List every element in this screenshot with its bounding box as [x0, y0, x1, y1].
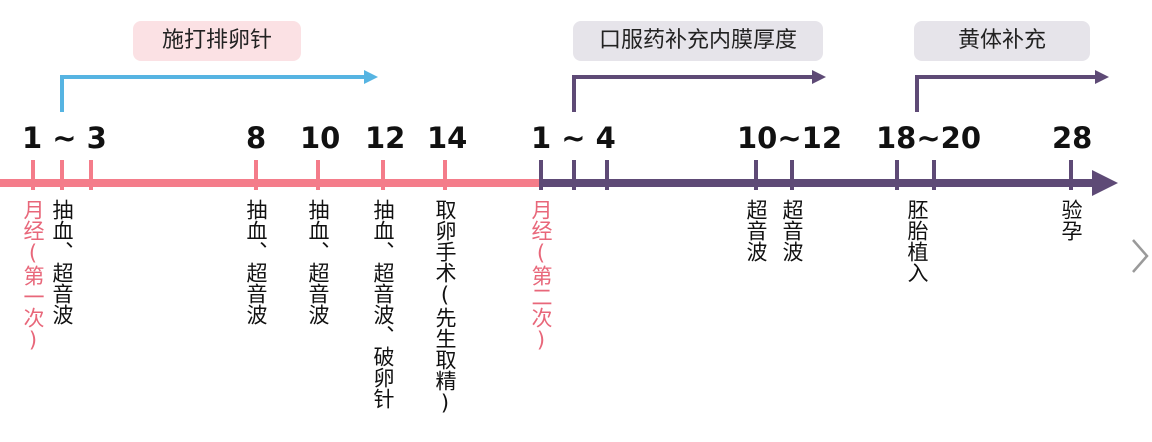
event-label-egg-retrieval: 取卵手术(先生取精): [433, 199, 457, 415]
event-label: 抽血、超音波: [306, 199, 330, 325]
day-label: 8: [246, 121, 267, 155]
pink-ticks: [31, 160, 447, 190]
day-label: 12: [365, 121, 406, 155]
event-label-first-period: 月经(第一次): [21, 199, 45, 352]
event-label-embryo-transfer: 胚胎植入: [905, 199, 929, 283]
day-label: 18~20: [876, 121, 982, 155]
day-label: 28: [1052, 121, 1093, 155]
day-label: 14: [427, 121, 468, 155]
phase-label-ovulation-injection: 施打排卵针: [133, 21, 301, 61]
day-label: 10~12: [737, 121, 843, 155]
purple-ticks: [539, 160, 1073, 190]
phase-label-luteal-support: 黄体补充: [914, 21, 1090, 61]
day-label: 1 ~ 4: [531, 121, 616, 155]
day-label: 10: [300, 121, 341, 155]
phase-arrow-luteal: [915, 70, 1109, 112]
phase-arrow-endometrium: [572, 70, 826, 112]
timeline-arrowhead: [1092, 170, 1118, 196]
chevron-right-icon[interactable]: [1130, 236, 1150, 276]
phase-label-endometrium: 口服药补充内膜厚度: [573, 21, 823, 61]
event-label: 抽血、超音波: [50, 199, 74, 325]
event-label: 抽血、超音波: [244, 199, 268, 325]
phase-arrow-ovulation: [60, 70, 378, 112]
event-label-second-period: 月经(第二次): [529, 199, 553, 352]
event-label: 抽血、超音波、破卵针: [371, 199, 395, 409]
event-label: 超音波: [780, 199, 804, 262]
day-label: 1 ~ 3: [22, 121, 107, 155]
event-label-pregnancy-test: 验孕: [1059, 199, 1083, 241]
event-label: 超音波: [744, 199, 768, 262]
